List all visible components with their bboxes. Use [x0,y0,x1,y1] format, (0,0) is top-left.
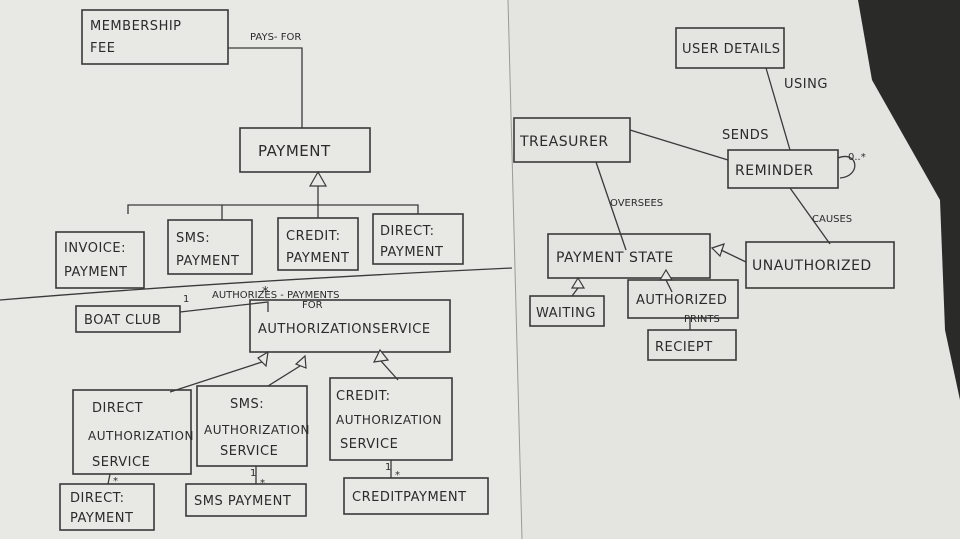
treasurer-label: TREASURER [519,134,609,150]
class-treasurer: TREASURER [513,117,631,163]
class-authorized: AUTHORIZED [627,279,739,319]
class-invoice-payment: INVOICE: PAYMENT [55,231,145,289]
prints-label: PRINTS [684,314,720,325]
class-credit-payment: CREDIT: PAYMENT [277,217,359,271]
direct-payment-line-1: DIRECT: [70,491,125,506]
invoice-line-1: INVOICE: [64,241,126,256]
class-waiting: WAITING [529,295,605,327]
reminder-label: REMINDER [735,163,814,179]
class-membership-fee: MEMBERSHIP FEE [81,9,229,65]
class-authorization-service: AUTHORIZATIONSERVICE [249,299,451,353]
class-sms-payment-bottom: SMS PAYMENT [185,483,307,517]
user-details-label: USER DETAILS [682,42,781,57]
boat-club-label: BOAT CLUB [84,313,161,328]
reciept-label: RECIEPT [655,340,713,355]
authorizes-association [179,301,269,313]
direct-link-multiplicity: * [113,476,118,487]
service-payment-links [107,460,392,485]
right-sheet [508,0,960,539]
sms-line-2: PAYMENT [176,254,239,269]
class-sms-payment: SMS: PAYMENT [167,219,253,275]
pays-for-association [228,47,303,128]
class-payment: PAYMENT [239,127,371,173]
credit-payment-label: CREDITPAYMENT [352,490,467,505]
waiting-label: WAITING [536,306,596,321]
class-unauthorized: UNAUTHORIZED [745,241,895,289]
authorized-label: AUTHORIZED [636,293,727,308]
sms-line-1: SMS: [176,231,210,246]
class-user-details: USER DETAILS [675,27,785,69]
payment-state-label: PAYMENT STATE [556,250,674,266]
pays-for-label: PAYS- FOR [250,32,301,43]
direct-auth-line-2: AUTHORIZATION [88,429,194,443]
class-credit-payment-bottom: CREDITPAYMENT [343,477,489,515]
credit-line-1: CREDIT: [286,229,341,244]
credit-auth-line-2: AUTHORIZATION [336,413,442,427]
using-association [765,67,791,151]
direct-auth-line-1: DIRECT [92,401,143,416]
boat-club-multiplicity: 1 [183,294,189,305]
auth-inherit-arrow-2 [294,354,307,369]
credit-line-2: PAYMENT [286,251,349,266]
authorization-multiplicity: * [262,285,269,300]
oversees-association [595,161,627,251]
causes-label: CAUSES [812,214,852,225]
authorization-service-label: AUTHORIZATIONSERVICE [258,322,431,337]
sms-auth-line-3: SERVICE [220,444,278,459]
invoice-line-2: PAYMENT [64,265,127,280]
auth-inherit-lines [169,360,399,393]
waiting-inherit-line [571,287,579,297]
credit-auth-line-1: CREDIT: [336,389,391,404]
authorizes-label-2: FOR [302,300,323,311]
credit-link-multiplicity-bottom: * [395,470,400,481]
credit-link-multiplicity-top: 1 [385,462,391,473]
oversees-label: OVERSEES [610,198,663,209]
reminder-self-association [837,155,856,179]
membership-fee-line-2: FEE [90,41,115,56]
class-direct-authorization-service: DIRECT AUTHORIZATION SERVICE [72,389,194,475]
sends-association [629,129,729,161]
direct-line-2: PAYMENT [380,245,443,260]
class-sms-authorization-service: SMS: AUTHORIZATION SERVICE [196,385,310,467]
sms-link-multiplicity-top: 1 [250,468,256,479]
class-direct-payment: DIRECT: PAYMENT [372,213,464,265]
reminder-multiplicity: 0..* [848,152,866,163]
class-credit-authorization-service: CREDIT: AUTHORIZATION SERVICE [329,377,453,461]
direct-auth-line-3: SERVICE [92,455,150,470]
direct-line-1: DIRECT: [380,224,435,239]
sheet-fold [507,0,523,539]
causes-association [789,187,831,245]
using-label: USING [784,77,828,92]
payment-label: PAYMENT [258,142,331,160]
membership-fee-line-1: MEMBERSHIP [90,19,182,34]
class-reciept: RECIEPT [647,329,737,361]
unauthorized-label: UNAUTHORIZED [752,258,872,274]
payment-inheritance-lines [127,186,419,220]
direct-payment-line-2: PAYMENT [70,511,133,526]
sms-payment-label: SMS PAYMENT [194,494,291,509]
authorizes-label-1: AUTHORIZES - PAYMENTS [212,290,340,301]
sms-auth-line-1: SMS: [230,397,264,412]
left-sheet [0,0,522,539]
class-direct-payment-bottom: DIRECT: PAYMENT [59,483,155,531]
credit-auth-line-3: SERVICE [340,437,398,452]
class-reminder: REMINDER [727,149,839,189]
unauthorized-inherit-line [720,249,747,263]
section-divider [0,267,513,301]
class-boat-club: BOAT CLUB [75,305,181,333]
sms-auth-line-2: AUTHORIZATION [204,423,310,437]
class-payment-state: PAYMENT STATE [547,233,711,279]
sends-label: SENDS [722,128,769,143]
authorized-inherit-line [665,279,673,293]
